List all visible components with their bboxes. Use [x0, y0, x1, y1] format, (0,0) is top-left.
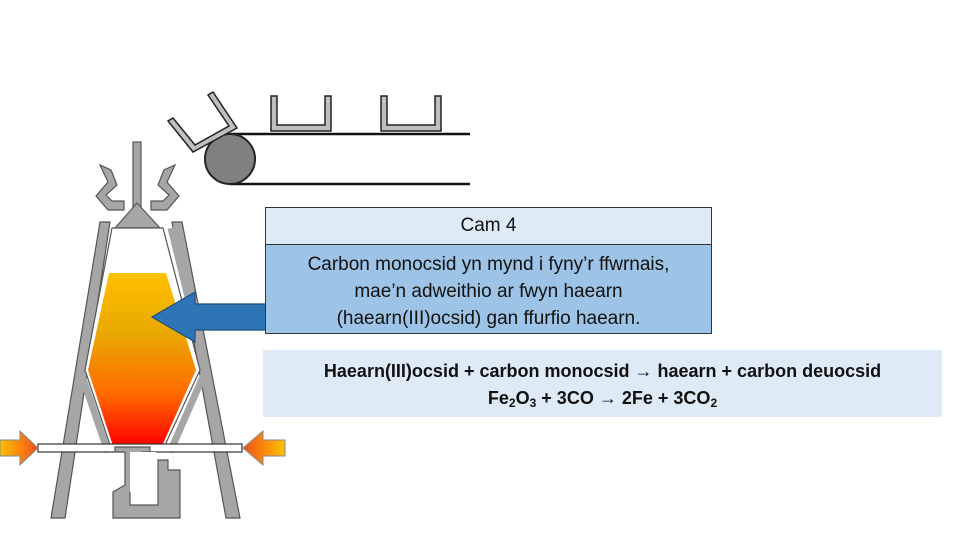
ore-bucket — [380, 95, 442, 132]
carbon-monoxide-arrow — [150, 290, 269, 344]
formula-subscript: 3 — [529, 396, 537, 410]
hot-air-arrow-right — [242, 429, 286, 467]
formula-part: O — [515, 388, 530, 408]
formula-part: Fe — [487, 388, 509, 408]
formula-part: + 3CO — [541, 388, 594, 408]
conveyor-roller — [204, 133, 256, 185]
hopper-right — [150, 163, 180, 211]
formula-subscript: 2 — [508, 396, 516, 410]
word-equation-reactants: Haearn(III)ocsid + carbon monocsid — [323, 361, 630, 381]
formula-part: + 3CO — [657, 388, 711, 408]
step-description: Carbon monocsid yn mynd i fyny’r ffwrnai… — [266, 245, 711, 332]
step-description-line: Carbon monocsid yn mynd i fyny’r ffwrnai… — [307, 254, 670, 275]
conveyor-belt — [166, 90, 470, 186]
word-equation: Haearn(III)ocsid + carbon monocsid → hae… — [263, 358, 942, 385]
reaction-arrow: → — [598, 388, 617, 408]
formula-part: 2Fe — [621, 388, 653, 408]
symbol-equation: Fe2O3 + 3CO → 2Fe + 3CO2 — [263, 385, 942, 417]
step-description-line: mae’n adweithio ar fwyn haearn — [354, 281, 623, 302]
ore-bucket — [270, 95, 332, 132]
step-box: Cam 4 Carbon monocsid yn mynd i fyny’r f… — [265, 207, 712, 334]
tipping-bucket — [166, 90, 239, 153]
word-equation-products: haearn + carbon deuocsid — [657, 361, 882, 381]
step-title: Cam 4 — [266, 208, 711, 245]
equation-box: Haearn(III)ocsid + carbon monocsid → hae… — [263, 350, 942, 417]
reaction-arrow: → — [634, 361, 653, 381]
hopper-left — [95, 163, 125, 211]
formula-subscript: 2 — [710, 396, 718, 410]
step-description-line: (haearn(III)ocsid) gan ffurfio haearn. — [336, 308, 641, 329]
hot-air-arrow-left — [0, 429, 39, 467]
